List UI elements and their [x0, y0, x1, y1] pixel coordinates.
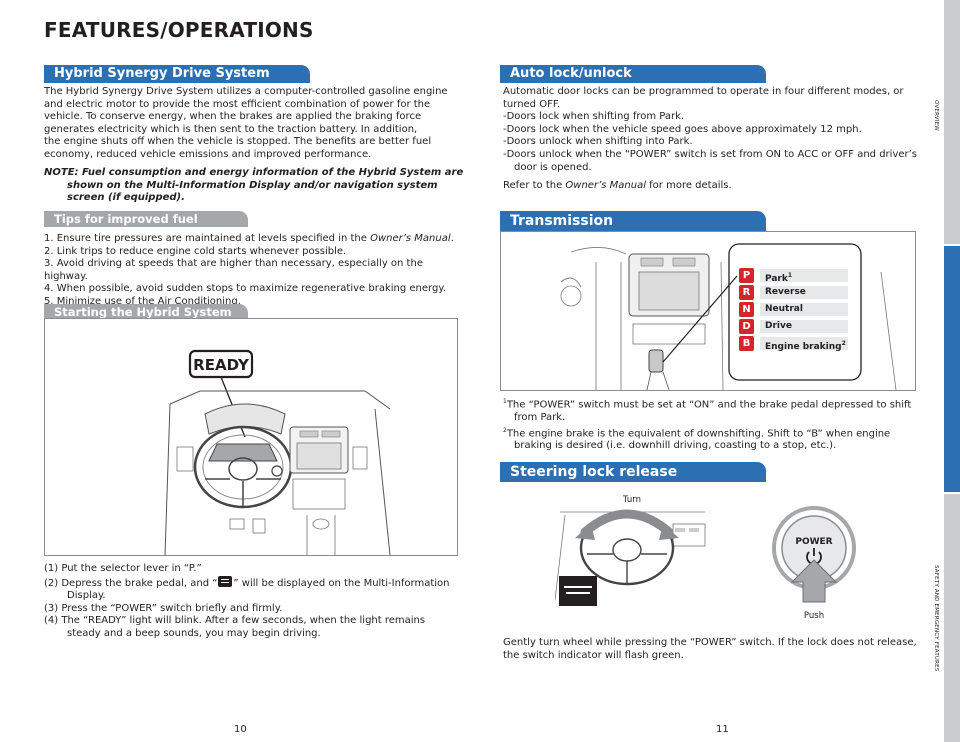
tips-header-label: Tips for improved fuel economy	[54, 212, 198, 242]
transmission-footnotes: 1The “POWER” switch must be set at “ON” …	[503, 396, 918, 453]
sidebar-label-safety: SAFETY AND EMERGENCY FEATURES	[933, 565, 939, 672]
page-number-left: 10	[234, 724, 247, 735]
starting-step: (1) Put the selector lever in “P.”	[44, 563, 202, 574]
starting-header: Starting the Hybrid System	[44, 304, 248, 320]
steering-line: the switch indicator will flash green.	[503, 649, 684, 661]
autolock-mode: -Doors lock when the vehicle speed goes …	[503, 123, 862, 135]
hybrid-line: The Hybrid Synergy Drive System utilizes…	[44, 86, 448, 97]
starting-steps: (1) Put the selector lever in “P.” (2) D…	[44, 563, 464, 641]
starting-step: (4) The “READY” light will blink. After …	[44, 615, 426, 627]
dashboard-drawing: READY	[164, 349, 391, 556]
autolock-header-label: Auto lock/unlock	[510, 66, 632, 81]
push-label: Push	[804, 611, 824, 621]
hybrid-header: Hybrid Synergy Drive System	[44, 65, 310, 83]
hybrid-line: and electric motor to provide the most e…	[44, 98, 431, 110]
hybrid-line: vehicle. To conserve energy, when the br…	[44, 111, 422, 123]
tips-item: 1. Ensure tire pressures are maintained …	[44, 233, 454, 244]
power-button-label: POWER	[795, 537, 832, 547]
page-number-right: 11	[716, 724, 729, 735]
gear-label: Park1	[760, 269, 848, 284]
autolock-body: Automatic door locks can be programmed t…	[503, 86, 918, 193]
starting-header-label: Starting the Hybrid System	[54, 305, 232, 319]
footnote-1-cont: from Park.	[514, 411, 566, 423]
transmission-header-label: Transmission	[510, 213, 614, 229]
footnote-1: 1The “POWER” switch must be set at “ON” …	[503, 398, 912, 411]
tips-item: 3. Avoid driving at speeds that are high…	[44, 258, 423, 282]
footnote-2: 2The engine brake is the equivalent of d…	[503, 426, 891, 439]
starting-step: (3) Press the “POWER” switch briefly and…	[44, 602, 283, 614]
hybrid-header-label: Hybrid Synergy Drive System	[54, 66, 270, 81]
starting-step: Display.	[67, 590, 106, 602]
steering-header-label: Steering lock release	[510, 464, 678, 480]
sidebar-label-features: FEATURES/OPERATIONS	[933, 320, 939, 389]
autolock-header: Auto lock/unlock	[500, 65, 766, 83]
steering-line: Gently turn wheel while pressing the “PO…	[503, 637, 917, 648]
turn-label: Turn	[622, 495, 641, 505]
gear-key: B	[739, 336, 754, 351]
sidebar-tab-features[interactable]	[944, 246, 960, 492]
gear-key: P	[739, 268, 754, 283]
tips-item: 5. Minimize use of the Air Conditioning.	[44, 295, 241, 307]
steering-lock-display-icon	[559, 576, 597, 606]
autolock-line: turned OFF.	[503, 98, 561, 110]
gear-label: Drive	[760, 320, 848, 333]
starting-illustration: READY	[44, 318, 458, 556]
ready-callout-label: READY	[193, 356, 250, 374]
brake-pedal-icon	[218, 575, 233, 587]
sidebar-tab-safety[interactable]	[944, 494, 960, 742]
footnote-2-cont: braking is desired (i.e. downhill drivin…	[514, 440, 837, 452]
gear-key: R	[739, 285, 754, 300]
gear-shift-drawing	[560, 243, 897, 391]
tips-item: 2. Link trips to reduce engine cold star…	[44, 245, 347, 257]
transmission-header: Transmission	[500, 211, 766, 231]
hybrid-line: generates electricity which is then sent…	[44, 123, 418, 135]
hybrid-body: The Hybrid Synergy Drive System utilizes…	[44, 86, 464, 162]
hybrid-line: the engine shuts off when the vehicle is…	[44, 136, 432, 148]
autolock-refer: Refer to the Owner’s Manual for more det…	[503, 180, 732, 192]
page-title: FEATURES/OPERATIONS	[44, 18, 314, 42]
hybrid-note-line: shown on the Multi-Information Display a…	[67, 179, 438, 191]
sidebar-tab-overview[interactable]	[944, 0, 960, 244]
hybrid-line: economy, reduced vehicle emissions and i…	[44, 148, 372, 160]
gear-label: Engine braking2	[760, 337, 848, 352]
hybrid-note: NOTE: Fuel consumption and energy inform…	[44, 167, 464, 205]
sidebar-label-overview: OVERVIEW	[933, 100, 939, 131]
tips-list: 1. Ensure tire pressures are maintained …	[44, 233, 464, 309]
steering-illustration: Turn POWER Push	[554, 490, 875, 625]
autolock-line: Automatic door locks can be programmed t…	[503, 86, 904, 97]
transmission-illustration	[500, 231, 916, 391]
autolock-mode: -Doors lock when shifting from Park.	[503, 111, 685, 123]
steering-header: Steering lock release	[500, 462, 766, 482]
hybrid-note-line: NOTE: Fuel consumption and energy inform…	[44, 167, 464, 178]
starting-step: steady and a beep sounds, you may begin …	[67, 627, 321, 639]
tips-item: 4. When possible, avoid sudden stops to …	[44, 283, 447, 295]
gear-label: Reverse	[760, 286, 848, 299]
hybrid-note-line: screen (if equipped).	[67, 192, 185, 204]
autolock-mode: -Doors unlock when shifting into Park.	[503, 136, 693, 148]
gear-key: D	[739, 319, 754, 334]
autolock-mode: -Doors unlock when the “POWER” switch is…	[503, 148, 918, 160]
tips-header: Tips for improved fuel economy	[44, 211, 248, 242]
autolock-mode: door is opened.	[514, 161, 592, 173]
starting-step: (2) Depress the brake pedal, and “” will…	[44, 575, 450, 589]
gear-key: N	[739, 302, 754, 317]
steering-drawing: Turn POWER Push	[554, 495, 856, 621]
steering-body: Gently turn wheel while pressing the “PO…	[503, 637, 923, 662]
gear-label: Neutral	[760, 303, 848, 316]
